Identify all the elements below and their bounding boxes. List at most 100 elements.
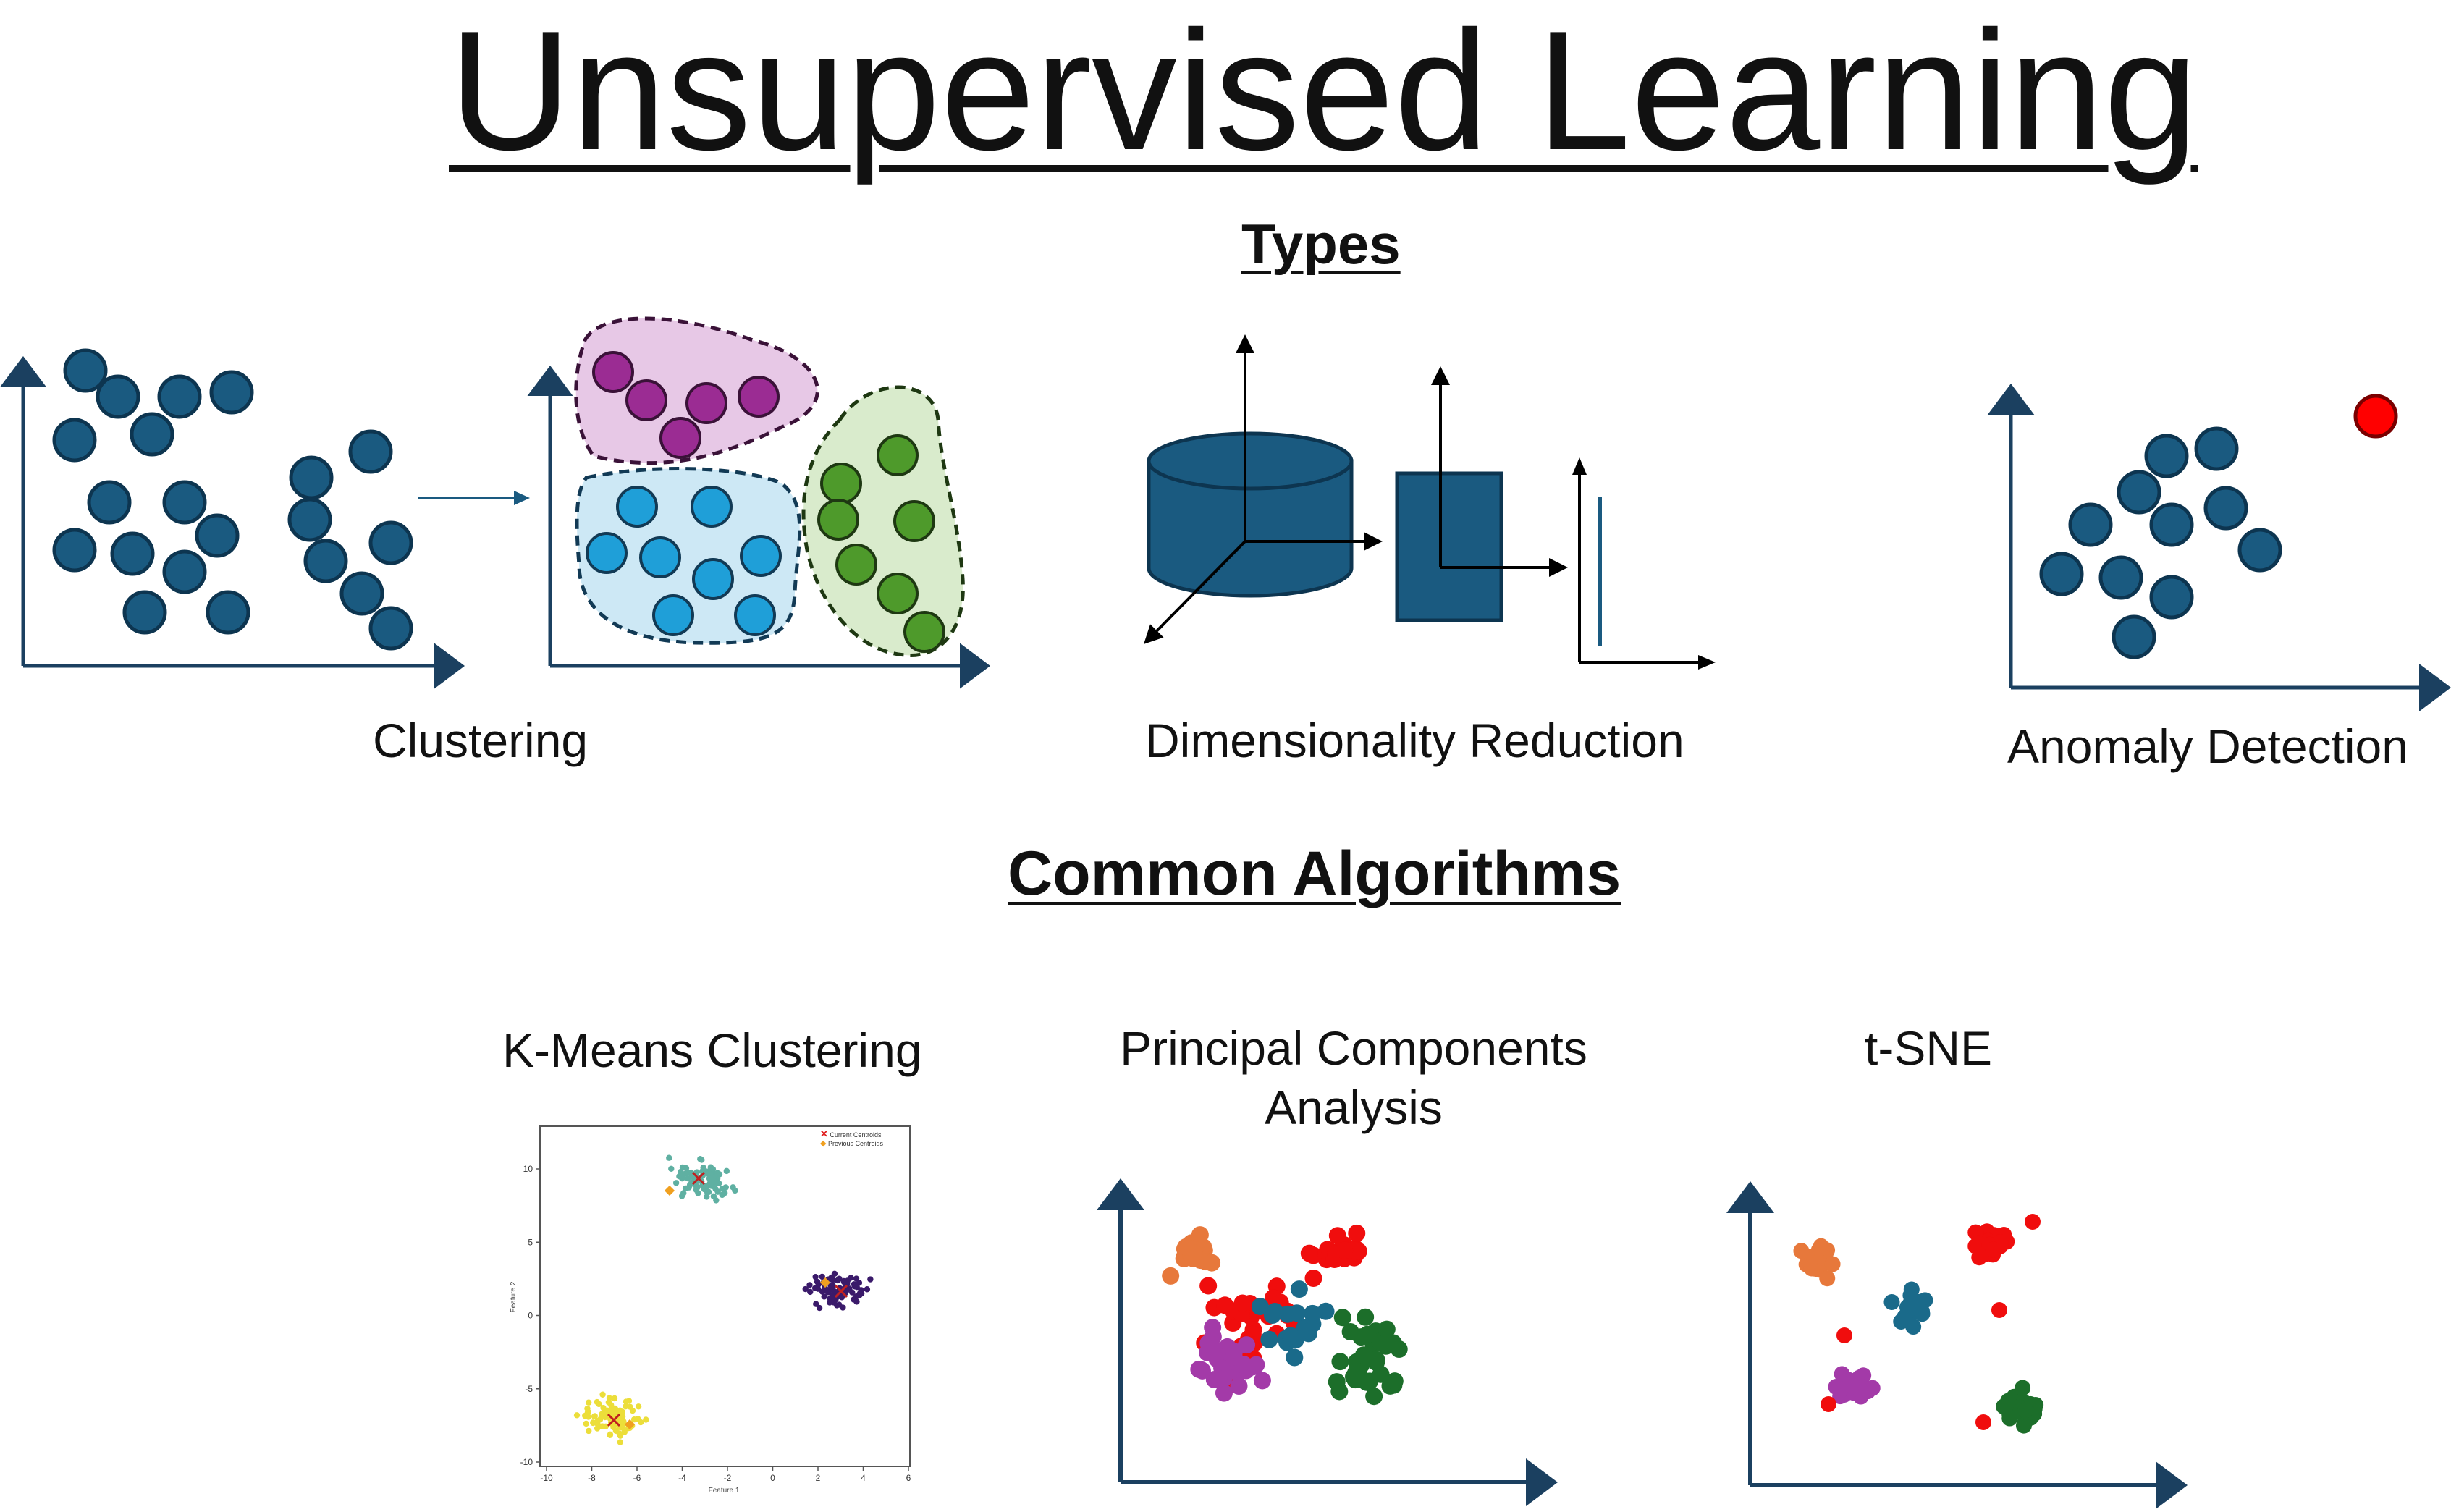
- data-point-green: [1390, 1340, 1408, 1359]
- data-point-orange: [1162, 1267, 1180, 1285]
- data-point-blue: [740, 535, 782, 577]
- data-point-yellow: [604, 1407, 611, 1414]
- data-point-green: [817, 499, 859, 541]
- data-point-purple: [625, 379, 667, 421]
- anomaly-point: [2353, 394, 2398, 439]
- axis-1d-y-head: [1572, 457, 1587, 475]
- data-point-purple: [864, 1286, 871, 1293]
- data-point-teal: [677, 1170, 684, 1176]
- data-point-purple: [853, 1298, 860, 1305]
- data-point-teal: [707, 1182, 714, 1188]
- current-centroid: [834, 1284, 848, 1298]
- data-point: [195, 513, 240, 558]
- data-point-magenta: [1230, 1377, 1248, 1395]
- y-tick-label: 0: [528, 1311, 533, 1321]
- data-point-teal: [1317, 1302, 1335, 1320]
- x-axis-arrowhead: [960, 643, 990, 689]
- data-point-yellow: [607, 1431, 614, 1438]
- data-point-purple: [867, 1276, 874, 1283]
- data-point-yellow: [585, 1399, 592, 1406]
- data-point-red: [1216, 1296, 1234, 1314]
- previous-centroid: [624, 1419, 636, 1430]
- data-point-yellow: [634, 1415, 641, 1422]
- data-point-yellow: [621, 1429, 628, 1435]
- data-point-blue: [586, 532, 628, 574]
- data-point-green: [877, 434, 919, 476]
- data-point-magenta: [1205, 1340, 1223, 1358]
- data-point-outlier: [1821, 1396, 1836, 1412]
- data-point-teal: [723, 1167, 730, 1175]
- y-axis-arrowhead: [0, 356, 46, 387]
- data-point-purple: [802, 1285, 809, 1293]
- data-point: [157, 374, 202, 419]
- data-point-yellow: [590, 1419, 596, 1427]
- data-point-purple: [819, 1288, 826, 1295]
- data-point-teal: [685, 1175, 691, 1182]
- data-point-yellow: [611, 1395, 618, 1402]
- x-axis-label: Feature 1: [709, 1487, 740, 1495]
- data-point-yellow: [594, 1398, 600, 1406]
- data-point: [2144, 434, 2189, 478]
- data-point-magenta: [1215, 1384, 1233, 1402]
- axis-3d-x-head: [1364, 532, 1383, 551]
- data-point-purple: [851, 1281, 858, 1288]
- y-tick-label: -10: [520, 1457, 533, 1467]
- data-point-purple: [819, 1273, 825, 1280]
- pca-scatter: [1097, 1178, 1558, 1506]
- data-point: [348, 429, 393, 474]
- data-point-green: [1347, 1364, 1365, 1382]
- data-point-purple: [826, 1299, 833, 1306]
- data-point-purple: [816, 1304, 823, 1312]
- data-point-green: [877, 573, 919, 614]
- data-point: [2237, 528, 2282, 573]
- data-point: [339, 571, 384, 616]
- data-point-yellow: [573, 1412, 581, 1419]
- square-2d: [1395, 471, 1503, 622]
- data-point-green: [1357, 1308, 1375, 1326]
- data-point-green: [1359, 1325, 1377, 1343]
- data-point: [287, 497, 332, 542]
- data-point-red: [1233, 1294, 1252, 1312]
- data-point-purple: [812, 1273, 819, 1280]
- data-point-yellow: [627, 1403, 633, 1410]
- data-point-red: [1304, 1269, 1322, 1287]
- data-point-purple: [821, 1293, 827, 1300]
- data-point-red: [1349, 1242, 1367, 1260]
- x-axis-arrowhead: [434, 643, 465, 689]
- x-tick-label: 2: [816, 1473, 821, 1483]
- data-point-yellow: [623, 1403, 629, 1410]
- data-point: [63, 348, 108, 393]
- legend-previous-centroids: Previous Centroids: [827, 1140, 884, 1147]
- data-point-purple: [843, 1287, 850, 1294]
- data-point-magenta: [1226, 1343, 1244, 1361]
- data-point-blue: [734, 594, 776, 636]
- data-point: [2039, 552, 2084, 596]
- data-point: [368, 606, 413, 651]
- data-point: [110, 531, 155, 576]
- data-point-purple: [814, 1278, 821, 1285]
- dimensionality-reduction-label: Dimensionality Reduction: [1145, 714, 1684, 767]
- data-point-green: [1365, 1388, 1383, 1406]
- data-point-teal: [1304, 1304, 1322, 1322]
- data-point-green: [903, 611, 945, 653]
- data-point: [52, 418, 97, 463]
- data-point-orange: [1191, 1226, 1209, 1244]
- data-point: [2117, 470, 2161, 515]
- data-point-red: [1199, 1277, 1218, 1295]
- pca-label-line2: Analysis: [1265, 1081, 1443, 1134]
- data-point-outlier: [1975, 1414, 1991, 1430]
- x-tick-label: -8: [588, 1473, 596, 1483]
- data-point-teal: [1897, 1309, 1913, 1325]
- pca-label-line1: Principal Components: [1120, 1021, 1587, 1075]
- data-point-outlier: [1836, 1327, 1852, 1343]
- data-point-teal: [1908, 1300, 1925, 1317]
- data-point-magenta: [1204, 1327, 1222, 1346]
- anomaly-detection-label: Anomaly Detection: [2007, 719, 2408, 773]
- data-point-yellow: [583, 1420, 589, 1427]
- data-point-teal: [705, 1188, 712, 1196]
- x-tick-label: 0: [770, 1473, 775, 1483]
- axis-3d-z: [1155, 540, 1246, 632]
- data-point-yellow: [584, 1405, 591, 1412]
- y-axis-label: Feature 2: [510, 1281, 518, 1312]
